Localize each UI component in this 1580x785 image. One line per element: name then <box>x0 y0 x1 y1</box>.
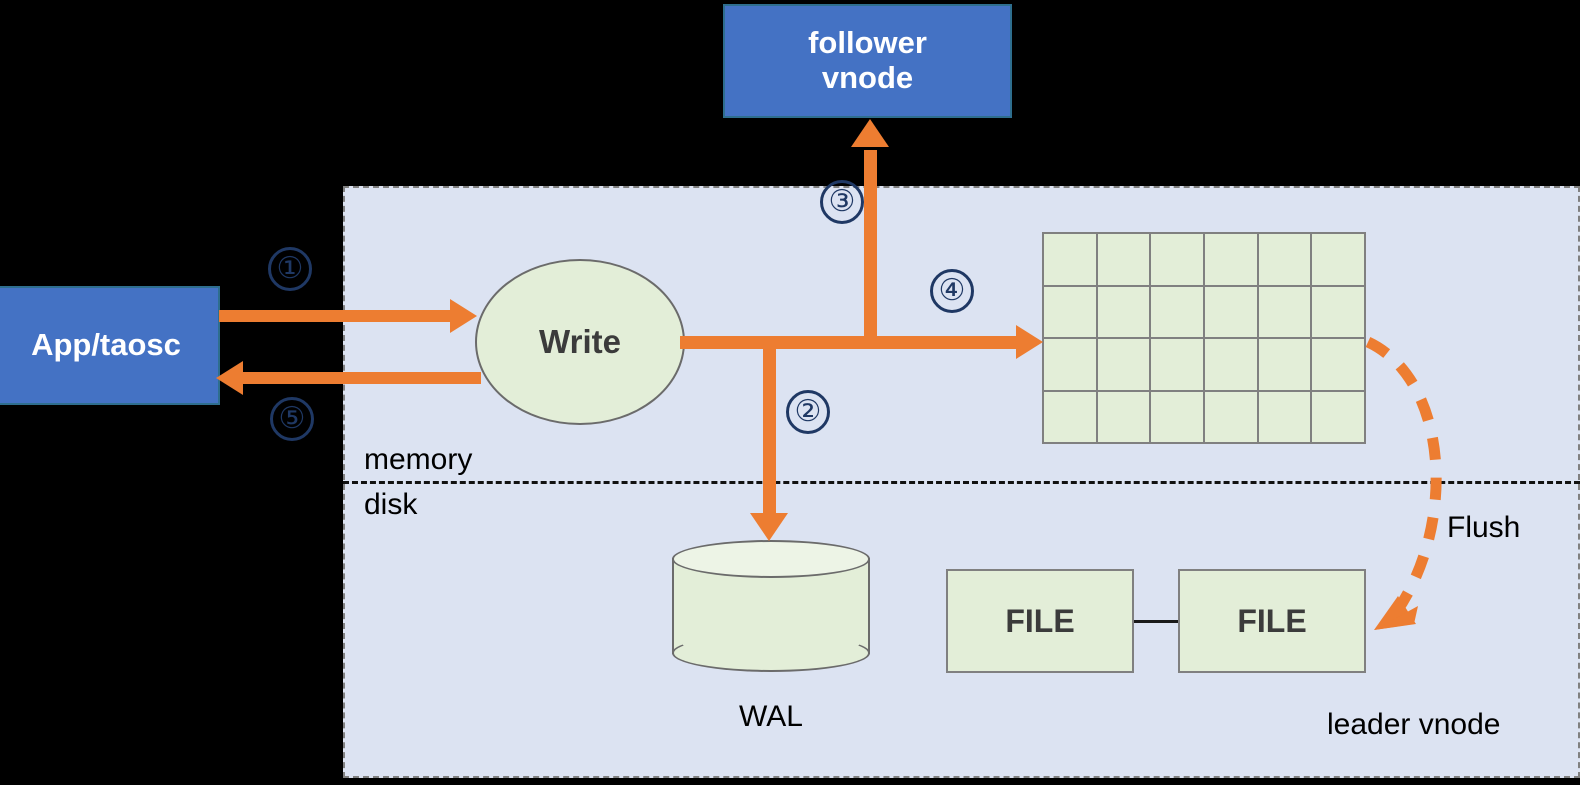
follower-vnode-box[interactable]: follower vnode <box>723 4 1012 118</box>
memtable-cell <box>1044 339 1096 390</box>
memory-label: memory <box>364 443 473 476</box>
memtable-cell <box>1151 339 1203 390</box>
memtable-cell <box>1312 339 1364 390</box>
memtable-cell <box>1097 339 1150 390</box>
arrow-app-to-write-line <box>219 310 456 322</box>
write-node[interactable]: Write <box>475 259 685 425</box>
app-taosc-label: App/taosc <box>31 327 181 363</box>
write-node-label: Write <box>539 323 621 360</box>
arrow-write-to-app-head <box>216 361 243 395</box>
memtable-cell <box>1205 339 1257 390</box>
step-badge-2: ② <box>786 390 830 434</box>
file-connector-line <box>1134 620 1178 623</box>
step-badge-4: ④ <box>930 269 974 313</box>
disk-label: disk <box>364 488 418 521</box>
step-badge-3: ③ <box>820 180 864 224</box>
follower-vnode-label-line1: follower <box>808 25 927 61</box>
wal-cylinder <box>672 540 870 672</box>
leader-vnode-label: leader vnode <box>1327 708 1501 741</box>
step-badge-1: ① <box>268 247 312 291</box>
arrow-to-follower-line <box>864 150 877 342</box>
arrow-write-to-app-line <box>243 372 481 384</box>
memtable-cell <box>1044 286 1096 337</box>
wal-cylinder-bottom <box>672 634 870 672</box>
memtable-cell <box>1044 391 1096 442</box>
memtable-cell <box>1312 234 1364 285</box>
arrow-app-to-write-head <box>450 299 477 333</box>
memtable-cell <box>1097 391 1150 442</box>
memtable-cell <box>1205 286 1257 337</box>
memory-disk-divider <box>343 481 1580 484</box>
memtable-cell <box>1258 339 1311 390</box>
app-taosc-box[interactable]: App/taosc <box>0 286 220 405</box>
memtable-cell <box>1258 391 1311 442</box>
arrow-to-wal-head <box>750 513 788 541</box>
memtable-cell <box>1312 286 1364 337</box>
arrow-write-to-memtable-head <box>1016 325 1043 359</box>
arrow-write-trunk-line <box>680 336 1030 349</box>
wal-cylinder-top <box>672 540 870 578</box>
file-box-1-label: FILE <box>1005 602 1075 639</box>
flush-arrow <box>1365 337 1442 630</box>
memtable-cell <box>1097 286 1150 337</box>
flush-label: Flush <box>1447 511 1521 544</box>
memtable-cell <box>1205 234 1257 285</box>
memtable-cell <box>1151 286 1203 337</box>
arrow-to-wal-line <box>763 342 776 520</box>
file-box-2[interactable]: FILE <box>1178 569 1366 673</box>
memtable-cell <box>1205 391 1257 442</box>
wal-label: WAL <box>739 700 803 733</box>
memtable-cell <box>1151 234 1203 285</box>
step-badge-5: ⑤ <box>270 397 314 441</box>
arrow-to-follower-head <box>851 119 889 147</box>
memtable-cell <box>1312 391 1364 442</box>
memtable-cell <box>1097 234 1150 285</box>
memtable-cell <box>1258 286 1311 337</box>
memtable-cell <box>1258 234 1311 285</box>
follower-vnode-label-line2: vnode <box>821 60 914 95</box>
memtable-cell <box>1151 391 1203 442</box>
memtable-grid <box>1042 232 1366 444</box>
memtable-cell <box>1044 234 1096 285</box>
file-box-2-label: FILE <box>1237 602 1307 639</box>
file-box-1[interactable]: FILE <box>946 569 1134 673</box>
